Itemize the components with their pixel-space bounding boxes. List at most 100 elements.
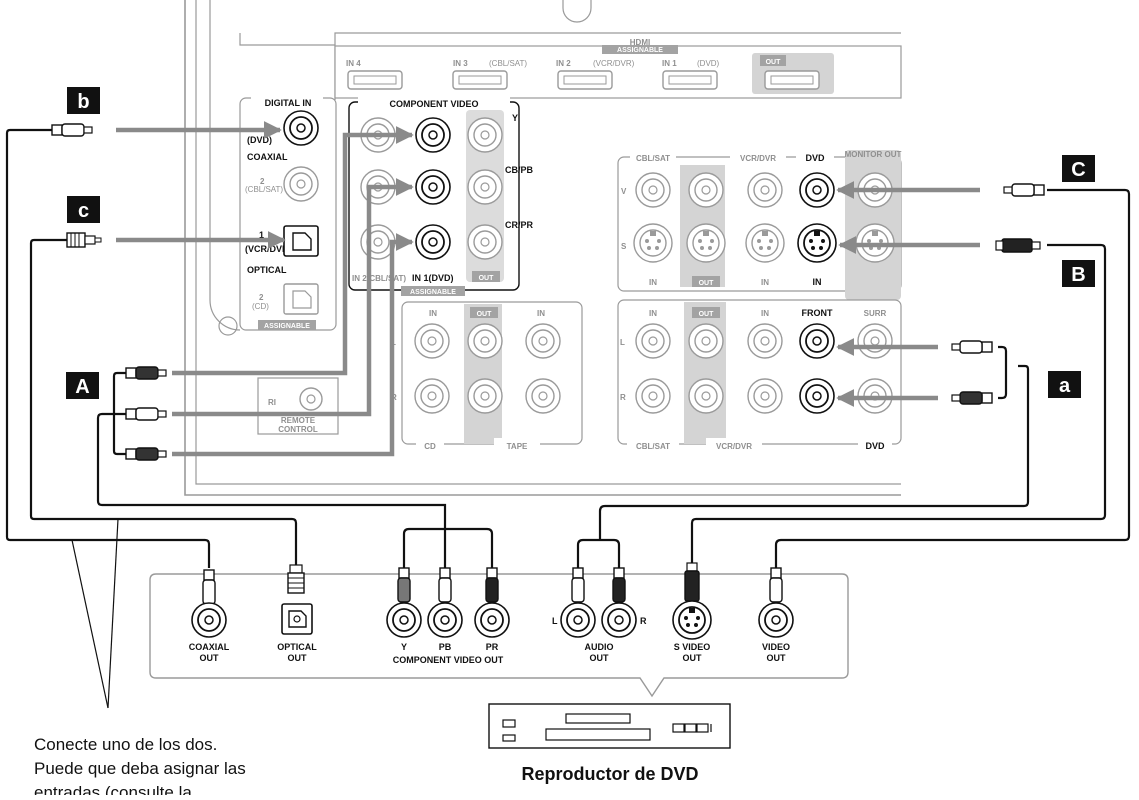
player-pr-label: PR xyxy=(486,642,499,652)
audio-l-label: L xyxy=(620,338,625,347)
arrow-component-pr xyxy=(172,233,414,457)
tape-out-r-jack xyxy=(467,378,503,414)
player-audio-label-1: AUDIO xyxy=(585,642,614,652)
audio-dvd-label: DVD xyxy=(865,441,885,451)
comp-cb-label: CB/PB xyxy=(505,165,534,175)
component-pr-plug-icon xyxy=(125,447,167,461)
player-audio-l-jack xyxy=(560,602,596,638)
audio-front-label: FRONT xyxy=(802,308,833,318)
opt1-tag: (VCR/DVR) xyxy=(245,244,292,254)
optical-in-2-port xyxy=(283,283,319,315)
player-pb-jack xyxy=(427,602,463,638)
component-y-plug-icon xyxy=(125,366,167,380)
player-svideo-label-2: OUT xyxy=(683,653,703,663)
player-audio-l-label: L xyxy=(552,616,558,626)
comp-out-pr-jack xyxy=(467,224,503,260)
audio-vcrdvr-in-l-jack xyxy=(747,323,783,359)
hdmi-in4-port xyxy=(347,70,403,90)
player-optical-label-2: OUT xyxy=(288,653,308,663)
player-video-label-2: OUT xyxy=(767,653,787,663)
dvd-player-icon xyxy=(488,703,731,749)
coaxial-plug-icon xyxy=(51,123,93,137)
optical-label: OPTICAL xyxy=(247,265,287,275)
note-line-1: Conecte uno de los dos. xyxy=(34,735,218,754)
player-audio-label-2: OUT xyxy=(590,653,610,663)
video-vcrdvr-label: VCR/DVR xyxy=(740,154,776,163)
hdmi-out-label: OUT xyxy=(766,59,782,66)
svideo-plug-icon xyxy=(995,238,1041,253)
video-vcrdvr-in-s-jack xyxy=(745,223,785,263)
coaxial-in-1-jack xyxy=(283,110,319,146)
cd-tape-section: IN OUT IN L R CD TAPE xyxy=(391,301,583,452)
audio-r-plug-icon xyxy=(951,391,993,405)
connect-one-pointer-left xyxy=(71,539,109,709)
video-vcrdvr-out-s-jack xyxy=(686,223,726,263)
video-input-section: CBL/SAT VCR/DVR DVD MONITOR OUT V S IN O… xyxy=(617,150,902,300)
hdmi-section: HDMI ASSIGNABLE IN 4 IN 3 (CBL/SAT) IN 2… xyxy=(239,32,902,100)
audio-cblsat-l-jack xyxy=(635,323,671,359)
tape-in-l-jack xyxy=(525,323,561,359)
player-pr-jack xyxy=(474,602,510,638)
panel-screw-icon xyxy=(218,316,238,336)
video-vcrdvr-out-v-jack xyxy=(688,172,724,208)
player-audio-r-jack xyxy=(601,602,637,638)
audio-cblsat-r-jack xyxy=(635,378,671,414)
video-vcrdvr-in-label: IN xyxy=(761,278,769,287)
remote-line1: REMOTE xyxy=(281,416,316,425)
tape-out-l-jack xyxy=(467,323,503,359)
digital-in-section: DIGITAL IN (DVD) COAXIAL 2 (CBL/SAT) 1 (… xyxy=(209,0,337,336)
player-svideo-label-1: S VIDEO xyxy=(674,642,711,652)
comp-out-label: OUT xyxy=(479,275,495,282)
svg-text:C: C xyxy=(1071,159,1085,181)
video-cblsat-label: CBL/SAT xyxy=(636,154,670,163)
player-optical-label-1: OPTICAL xyxy=(277,642,317,652)
coaxial-label: COAXIAL xyxy=(247,152,288,162)
badges: b c A C B a xyxy=(66,87,1095,399)
hdmi-assignable-tag: ASSIGNABLE xyxy=(617,47,663,54)
opt1-num: 1 xyxy=(259,230,264,240)
receiver-side-plugs xyxy=(51,123,1045,461)
audio-vcrdvr-in-r-jack xyxy=(747,378,783,414)
audio-cable-bundle xyxy=(998,345,1008,400)
badge-A xyxy=(66,372,99,399)
remote-line2: CONTROL xyxy=(278,425,318,434)
badge-B xyxy=(1062,260,1095,287)
player-video-jack xyxy=(758,602,794,638)
hdmi-in3-tag: (CBL/SAT) xyxy=(489,59,527,68)
player-svideo-jack xyxy=(672,600,712,640)
coaxial-cable-b xyxy=(5,128,211,568)
badge-b xyxy=(67,87,100,114)
video-dvd-label: DVD xyxy=(805,153,825,163)
svg-text:A: A xyxy=(75,376,89,398)
comp-in1-label: IN 1(DVD) xyxy=(412,273,454,283)
audio-vcrdvr-out-label: OUT xyxy=(699,311,715,318)
comp-assignable-tag: ASSIGNABLE xyxy=(410,289,456,296)
cd-l-jack xyxy=(414,323,450,359)
comp-in2-label: IN 2(CBL/SAT) xyxy=(352,274,406,283)
component-video-section: COMPONENT VIDEO Y CB/PB CR/PR OUT IN 2(C… xyxy=(348,96,534,296)
video-vcrdvr-in-v-jack xyxy=(747,172,783,208)
comp-out-pb-jack xyxy=(467,169,503,205)
connection-note: Conecte uno de los dos. Puede que deba a… xyxy=(34,733,354,795)
hdmi-title: HDMI xyxy=(630,38,650,47)
remote-control-section: RI REMOTE CONTROL xyxy=(257,377,339,435)
player-svideo-plug-icon xyxy=(684,562,700,602)
audio-input-section: IN OUT IN FRONT SURR L R CBL/SAT VCR/DVR… xyxy=(617,299,902,452)
svg-text:a: a xyxy=(1059,375,1071,397)
tape-in-label: IN xyxy=(537,309,545,318)
player-video-label-1: VIDEO xyxy=(762,642,790,652)
monitor-out-label: MONITOR OUT xyxy=(845,150,902,159)
coaxial-in-2-jack xyxy=(283,166,319,202)
opt2-num: 2 xyxy=(259,293,264,302)
comp-out-y-jack xyxy=(467,117,503,153)
optical-in-1-port xyxy=(283,225,319,257)
cable-lines xyxy=(5,128,1131,709)
svg-text:c: c xyxy=(78,200,89,222)
hdmi-in1-port xyxy=(662,70,718,90)
cd-label: CD xyxy=(424,442,436,451)
audio-dvd-front-r-jack xyxy=(799,378,835,414)
audio-cable-a xyxy=(598,364,1030,540)
audio-cblsat-label: CBL/SAT xyxy=(636,442,670,451)
